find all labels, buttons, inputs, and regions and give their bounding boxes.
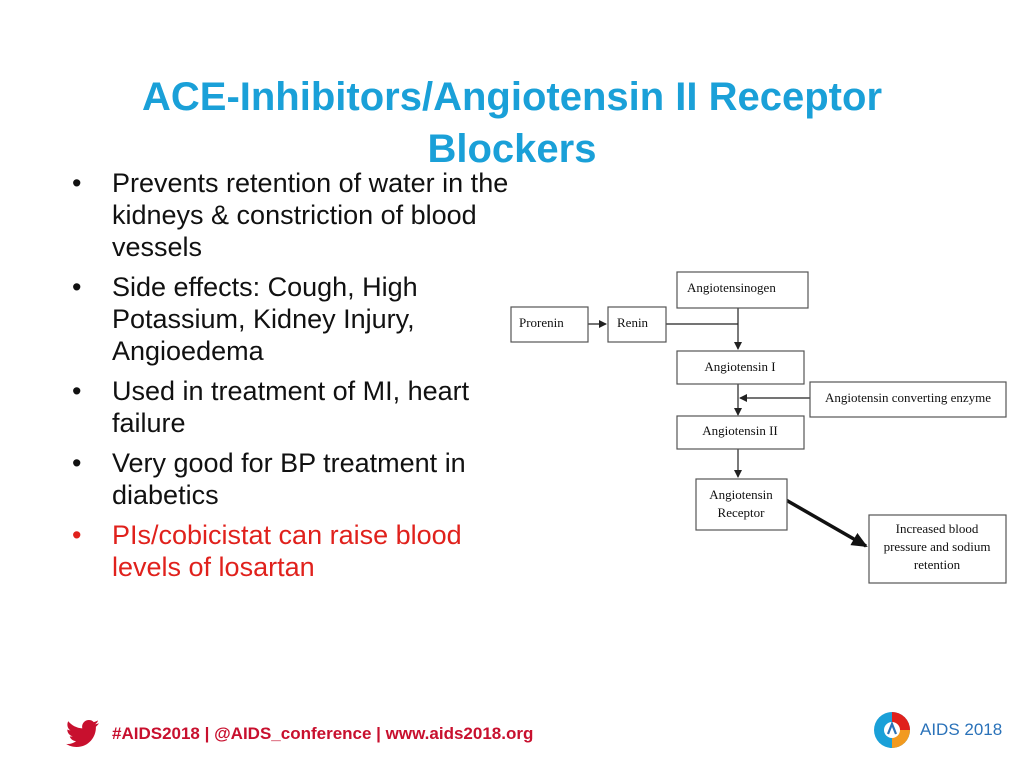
node-angiotensinogen: Angiotensinogen	[676, 271, 809, 309]
node-label-line-3: retention	[914, 557, 961, 572]
bullet-item: • Used in treatment of MI, heart failure	[72, 375, 532, 439]
aids2018-logo-icon	[874, 712, 910, 748]
bullet-item: • Very good for BP treatment in diabetics	[72, 447, 532, 511]
node-prorenin: Prorenin	[510, 306, 589, 343]
logo-text: AIDS 2018	[920, 720, 1003, 739]
bullet-dot: •	[72, 520, 82, 550]
bullet-text: Used in treatment of MI, heart failure	[112, 376, 470, 438]
node-label: Angiotensin II	[702, 423, 777, 438]
aids2018-logo: AIDS 2018	[872, 710, 1002, 750]
node-angiotensin-receptor: Angiotensin Receptor	[695, 478, 788, 531]
node-angiotensin-2: Angiotensin II	[676, 415, 805, 450]
bullet-item: • Prevents retention of water in the kidn…	[72, 167, 532, 263]
node-label: Angiotensin converting enzyme	[825, 390, 991, 405]
node-label: Prorenin	[519, 315, 564, 330]
bullet-text: Very good for BP treatment in diabetics	[112, 448, 466, 510]
bullet-item-highlight: • PIs/cobicistat can raise blood levels o…	[72, 519, 532, 583]
footer-text: #AIDS2018 | @AIDS_conference | www.aids2…	[112, 724, 534, 743]
node-renin: Renin	[607, 306, 667, 343]
footer: #AIDS2018 | @AIDS_conference | www.aids2…	[66, 714, 533, 754]
slide-title-line-1: ACE-Inhibitors/Angiotensin II Receptor	[141, 74, 883, 119]
bullet-text: PIs/cobicistat can raise blood levels of…	[112, 520, 462, 582]
bullet-dot: •	[72, 272, 82, 302]
node-label-line-2: Receptor	[718, 505, 766, 520]
node-angiotensin-1: Angiotensin I	[676, 350, 805, 385]
node-ace: Angiotensin converting enzyme	[809, 381, 1007, 418]
bullet-text: Side effects: Cough, High Potassium, Kid…	[112, 272, 418, 366]
bullet-text: Prevents retention of water in the kidne…	[112, 168, 509, 262]
node-label: Angiotensinogen	[687, 280, 776, 295]
slide-title-line-2: Blockers	[427, 126, 597, 171]
bullet-dot: •	[72, 168, 82, 198]
bullet-dot: •	[72, 448, 82, 478]
node-label-line-2: pressure and sodium	[884, 539, 991, 554]
twitter-bird-icon	[66, 720, 99, 747]
node-label: Renin	[617, 315, 649, 330]
slide-title: ACE-Inhibitors/Angiotensin II Receptor B…	[40, 71, 984, 175]
node-outcome: Increased blood pressure and sodium rete…	[868, 514, 1007, 584]
bullet-item: • Side effects: Cough, High Potassium, Ki…	[72, 271, 532, 367]
node-label: Angiotensin I	[704, 359, 775, 374]
bullet-dot: •	[72, 376, 82, 406]
connector-receptor-outcome	[785, 498, 868, 548]
node-label-line-1: Angiotensin	[709, 487, 773, 502]
bullet-list: • Prevents retention of water in the kidn…	[72, 167, 532, 591]
node-label-line-1: Increased blood	[896, 521, 979, 536]
